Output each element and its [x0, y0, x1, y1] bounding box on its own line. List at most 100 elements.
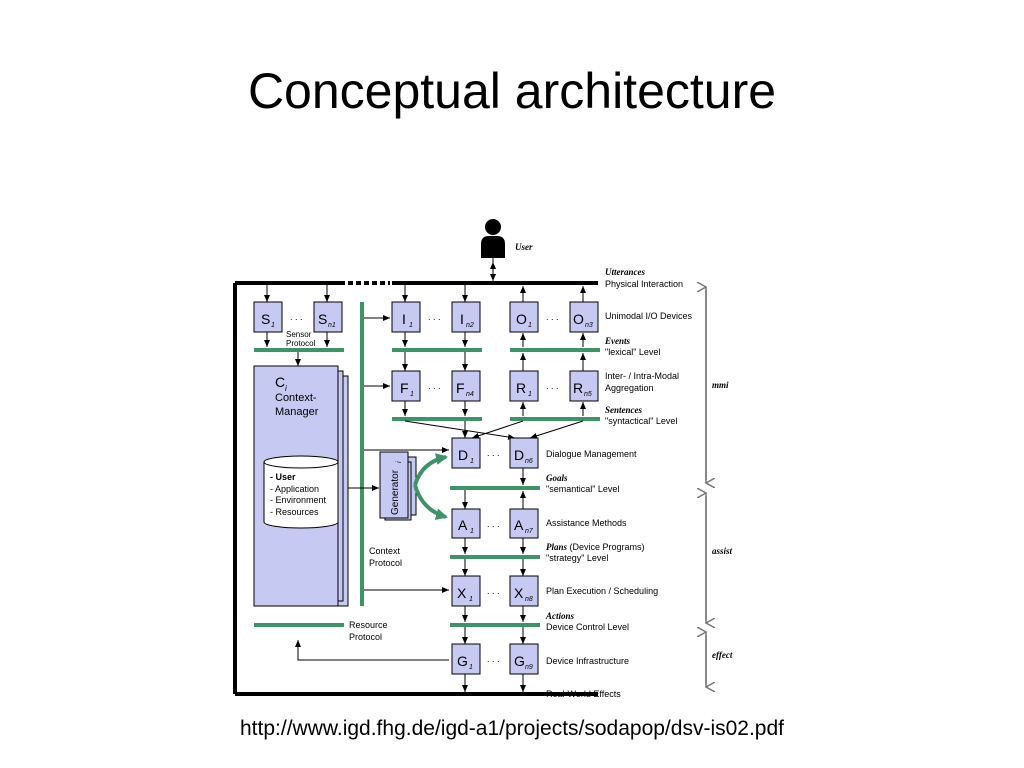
layer-labels: Utterances Physical Interaction Unimodal…: [545, 267, 693, 699]
svg-text:n6: n6: [525, 458, 533, 465]
user-label: User: [515, 242, 533, 252]
svg-text:Sentences: Sentences: [605, 405, 642, 415]
svg-text:. . .: . . .: [428, 381, 441, 391]
slide-title: Conceptual architecture: [247, 63, 777, 119]
connectors: [264, 283, 586, 692]
svg-text:Plans (Device Programs): Plans (Device Programs): [546, 542, 645, 552]
generator-to-assistance-arrow: [413, 484, 448, 520]
svg-text:G: G: [514, 653, 525, 669]
svg-text:C: C: [275, 374, 285, 390]
svg-text:R: R: [573, 380, 583, 396]
svg-text:1: 1: [271, 322, 275, 329]
svg-text:X: X: [457, 585, 467, 601]
svg-text:Utterances: Utterances: [605, 267, 645, 277]
sensor-protocol-label-1: Sensor: [286, 330, 312, 339]
svg-text:Device Infrastructure: Device Infrastructure: [546, 656, 629, 666]
svg-text:Assistance Methods: Assistance Methods: [546, 518, 627, 528]
svg-text:"syntactical" Level: "syntactical" Level: [605, 416, 677, 426]
svg-text:n7: n7: [525, 528, 534, 535]
svg-text:Generator: Generator: [390, 469, 401, 515]
source-url[interactable]: http://www.igd.fhg.de/igd-a1/projects/so…: [240, 717, 784, 740]
svg-text:Goals: Goals: [546, 473, 568, 483]
svg-text:1: 1: [470, 528, 474, 535]
svg-text:G: G: [457, 653, 468, 669]
generator: Generator i: [379, 451, 417, 521]
svg-text:1: 1: [469, 664, 473, 671]
outer-frame: [233, 281, 598, 696]
context-protocol-label-2: Protocol: [369, 558, 402, 568]
svg-text:Physical Interaction: Physical Interaction: [605, 279, 683, 289]
svg-text:I: I: [460, 311, 464, 327]
svg-text:"lexical" Level: "lexical" Level: [605, 347, 660, 357]
buses: [254, 302, 600, 627]
svg-text:Plan Execution / Scheduling: Plan Execution / Scheduling: [546, 586, 658, 596]
svg-text:F: F: [456, 380, 465, 396]
svg-text:Aggregation: Aggregation: [605, 383, 654, 393]
svg-text:n9: n9: [525, 664, 533, 671]
svg-text:S: S: [318, 311, 327, 327]
svg-text:D: D: [458, 447, 468, 463]
svg-text:1: 1: [409, 322, 413, 329]
resource-protocol-label-1: Resource: [349, 620, 388, 630]
svg-text:F: F: [400, 380, 409, 396]
svg-text:"strategy" Level: "strategy" Level: [546, 553, 608, 563]
resource-protocol-label-2: Protocol: [349, 632, 382, 642]
svg-text:i: i: [285, 384, 287, 393]
svg-text:D: D: [514, 447, 524, 463]
svg-text:n3: n3: [585, 322, 593, 329]
svg-text:. . .: . . .: [428, 312, 441, 322]
svg-text:1: 1: [528, 322, 532, 329]
svg-text:A: A: [514, 517, 524, 533]
svg-text:n1: n1: [328, 322, 336, 329]
svg-text:Inter- / Intra-Modal: Inter- / Intra-Modal: [605, 371, 679, 381]
context-manager: C i Context- Manager - User - Applicatio…: [253, 365, 349, 607]
svg-text:S: S: [261, 311, 270, 327]
database-icon: [263, 455, 339, 529]
svg-text:Manager: Manager: [275, 406, 319, 418]
svg-text:n5: n5: [584, 391, 592, 398]
svg-text:1: 1: [528, 391, 532, 398]
svg-text:"semantical" Level: "semantical" Level: [546, 484, 619, 494]
db-item-environment: - Environment: [270, 495, 327, 505]
svg-text:I: I: [402, 311, 406, 327]
context-protocol-label-1: Context: [369, 546, 401, 556]
svg-text:A: A: [458, 517, 468, 533]
svg-text:. . .: . . .: [487, 654, 500, 664]
svg-text:Dialogue Management: Dialogue Management: [546, 449, 637, 459]
svg-text:Context-: Context-: [275, 392, 317, 404]
svg-text:Events: Events: [604, 336, 630, 346]
db-item-user: - User: [270, 472, 296, 482]
svg-text:n2: n2: [466, 322, 474, 329]
svg-text:1: 1: [470, 458, 474, 465]
svg-text:O: O: [573, 311, 584, 327]
svg-text:n4: n4: [466, 391, 474, 398]
svg-text:mmi: mmi: [712, 380, 729, 390]
svg-text:. . .: . . .: [546, 312, 559, 322]
svg-text:i: i: [396, 461, 403, 463]
svg-text:1: 1: [469, 596, 473, 603]
generator-to-dialogue-arrow: [413, 453, 448, 486]
svg-text:n8: n8: [525, 596, 533, 603]
svg-text:Unimodal I/O Devices: Unimodal I/O Devices: [605, 311, 693, 321]
db-item-resources: - Resources: [270, 507, 319, 517]
svg-text:. . .: . . .: [290, 312, 303, 322]
sensor-protocol-label-2: Protocol: [286, 339, 316, 348]
user-icon: [481, 219, 505, 283]
svg-text:. . .: . . .: [487, 519, 500, 529]
